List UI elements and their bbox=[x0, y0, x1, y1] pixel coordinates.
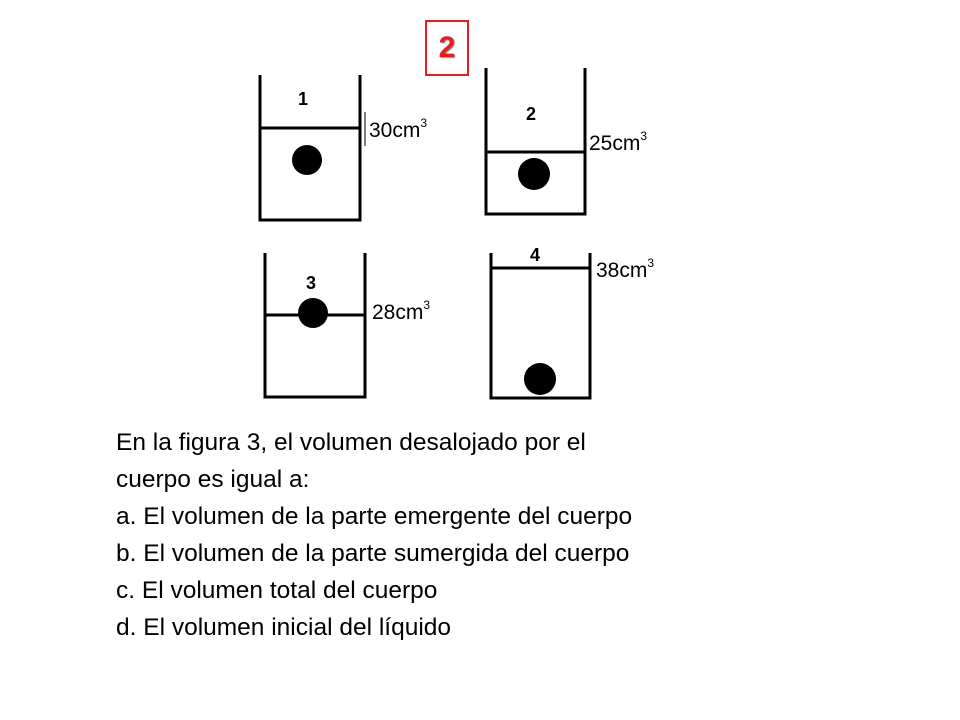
container-4-volume-label: 38cm3 bbox=[596, 256, 654, 282]
question-stem-line-2: cuerpo es igual a: bbox=[116, 466, 310, 493]
displacement-diagram: 1 2 3 4 30cm3 25cm3 28cm3 38cm3 bbox=[258, 68, 654, 400]
container-2-beaker bbox=[484, 68, 587, 216]
container-2-ball bbox=[518, 158, 550, 190]
container-2-volume-label: 25cm3 bbox=[589, 129, 647, 155]
container-3-beaker bbox=[263, 253, 367, 399]
container-1-ball bbox=[292, 145, 322, 175]
container-4-beaker bbox=[489, 253, 592, 400]
container-1-beaker bbox=[258, 75, 362, 222]
question-number-label: 2 bbox=[438, 31, 456, 64]
container-1-volume-label: 30cm3 bbox=[369, 116, 427, 142]
option-a: a. El volumen de la parte emergente del … bbox=[116, 503, 633, 530]
container-1-number: 1 bbox=[298, 89, 308, 109]
question-text: En la figura 3, el volumen desalojado po… bbox=[116, 424, 876, 646]
question-stem-line-1: En la figura 3, el volumen desalojado po… bbox=[116, 429, 586, 456]
option-b: b. El volumen de la parte sumergida del … bbox=[116, 540, 630, 567]
container-3-volume-label: 28cm3 bbox=[372, 298, 430, 324]
option-d: d. El volumen inicial del líquido bbox=[116, 614, 452, 641]
question-number-badge: 2 bbox=[425, 20, 469, 76]
container-2-number: 2 bbox=[526, 104, 536, 124]
option-c: c. El volumen total del cuerpo bbox=[116, 577, 438, 604]
container-3-ball bbox=[298, 298, 328, 328]
container-3-number: 3 bbox=[306, 273, 316, 293]
container-4-ball bbox=[524, 363, 556, 395]
container-4-number: 4 bbox=[530, 245, 540, 265]
